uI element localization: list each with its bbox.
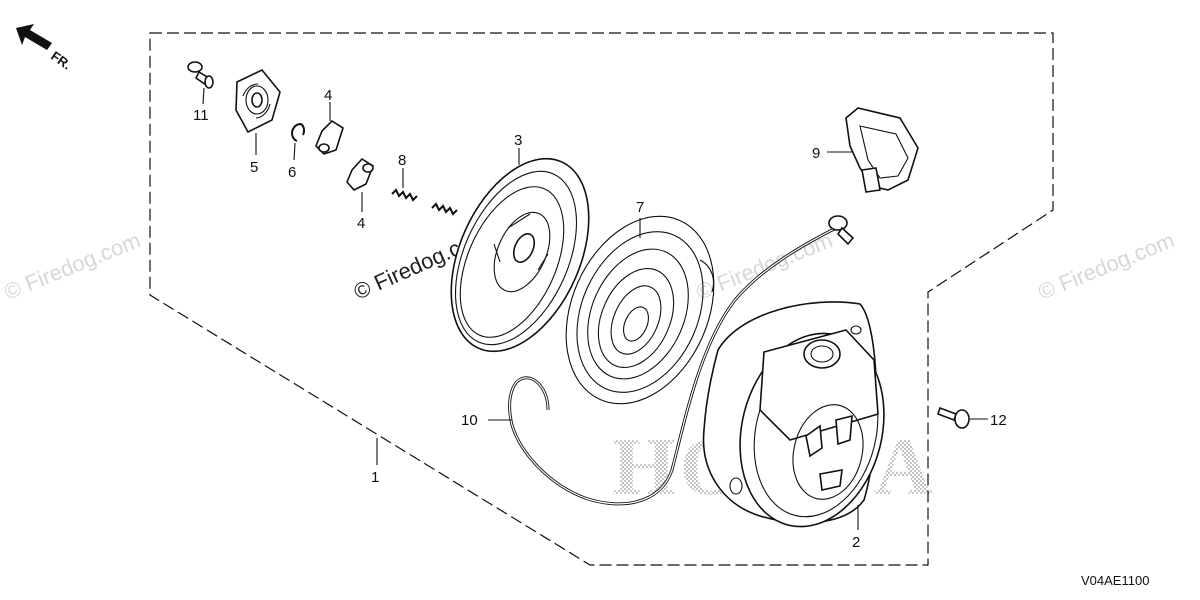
assembly-boundary (149, 32, 1054, 566)
part-7-spring (565, 215, 715, 405)
part-10-rope-end (828, 215, 855, 246)
callout-4-lower: 4 (357, 215, 365, 232)
callout-4-upper: 4 (324, 87, 332, 104)
part-6-clip (291, 123, 306, 142)
part-11-bolt (187, 61, 214, 89)
front-direction-arrow-icon (16, 24, 52, 50)
part-4-pawl-upper (315, 119, 344, 155)
part-12-bolt (936, 406, 970, 429)
callout-10: 10 (461, 412, 478, 429)
diagram-code: V04AE1100 (1081, 573, 1149, 588)
part-8-spring (391, 188, 458, 216)
callout-3: 3 (514, 132, 522, 149)
callout-8: 8 (398, 152, 406, 169)
part-9-handle (845, 107, 919, 193)
part-4-pawl-lower (346, 157, 374, 191)
part-5-plate (235, 69, 281, 134)
part-2-housing (702, 301, 885, 528)
callout-12: 12 (990, 412, 1007, 429)
callout-9: 9 (812, 145, 820, 162)
callout-1: 1 (371, 469, 379, 486)
callout-2: 2 (852, 534, 860, 551)
watermark-right: © Firedog.com (1035, 227, 1178, 304)
front-direction-label: FR. (48, 48, 74, 72)
callout-7: 7 (636, 199, 644, 216)
callout-11: 11 (193, 107, 209, 124)
callout-5: 5 (250, 159, 258, 176)
part-3-reel (450, 157, 590, 353)
watermark-left: © Firedog.com (1, 227, 144, 304)
callout-6: 6 (288, 164, 296, 181)
